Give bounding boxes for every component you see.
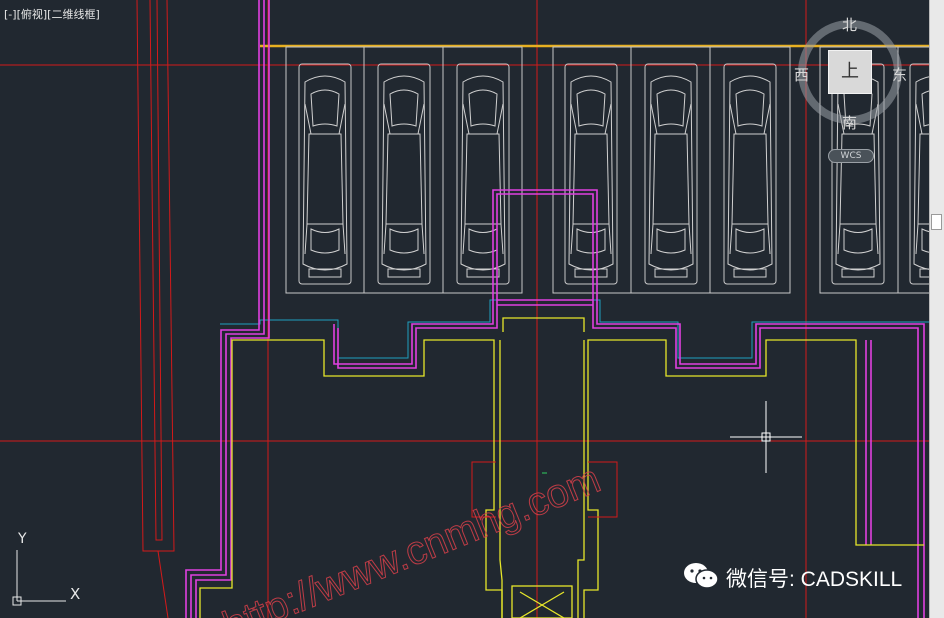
viewcube[interactable]: 北 南 西 东 上 WCS <box>794 12 914 172</box>
viewport-label: [-][俯视][二维线框] <box>4 6 100 22</box>
wechat-id-text: 微信号: CADSKILL <box>726 568 903 591</box>
wechat-icon <box>684 563 719 589</box>
view-menu[interactable]: [俯视] <box>16 8 48 21</box>
viewcube-top-face[interactable]: 上 <box>828 50 872 94</box>
diagonal-watermark: http://www.cnmhg.com <box>217 457 607 618</box>
viewport-controls-menu[interactable]: [-] <box>4 8 17 21</box>
crosshair-cursor <box>730 401 802 473</box>
viewcube-west[interactable]: 西 <box>794 66 810 84</box>
cyan-boundary <box>220 299 930 359</box>
wechat-watermark: 微信号: CADSKILL <box>682 560 922 592</box>
viewcube-north[interactable]: 北 <box>842 16 858 34</box>
red-stair-outline <box>471 461 618 518</box>
wcs-menu-button[interactable]: WCS <box>828 149 874 163</box>
viewcube-east[interactable]: 东 <box>892 66 908 84</box>
yellow-walls <box>199 317 924 618</box>
scrollbar-thumb[interactable] <box>931 214 942 230</box>
viewcube-compass-ring <box>798 20 902 124</box>
vertical-scrollbar[interactable] <box>929 0 944 618</box>
magenta-walls <box>185 0 925 618</box>
visual-style-menu[interactable]: [二维线框] <box>47 8 100 21</box>
ucs-y-label: Y <box>18 531 27 547</box>
viewcube-south[interactable]: 南 <box>842 114 858 132</box>
ucs-icon <box>12 550 66 606</box>
ucs-x-label: X <box>70 585 81 603</box>
parking-stalls <box>285 46 931 294</box>
